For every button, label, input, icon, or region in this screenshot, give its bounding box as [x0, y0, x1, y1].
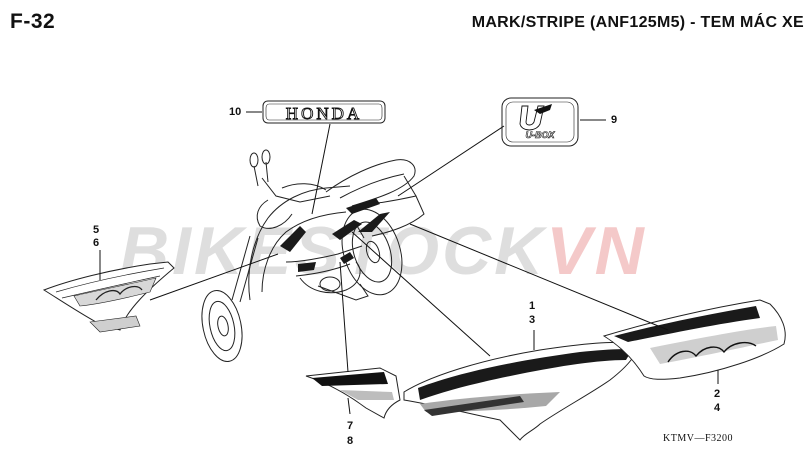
motorcycle-drawing — [201, 149, 425, 362]
watermark-part-2: VN — [546, 213, 647, 289]
callout-8: 8 — [347, 435, 354, 447]
leader-lines — [99, 111, 719, 415]
honda-emblem-text: HONDA — [286, 104, 362, 123]
callout-1: 1 — [529, 300, 536, 312]
callout-2: 2 — [714, 388, 721, 400]
leader-7-8-to-bike — [339, 261, 349, 373]
callout-7: 7 — [347, 420, 354, 432]
drawing-code: KTMV—F3200 — [663, 433, 734, 444]
side-cover-stripe-5-6 — [42, 261, 175, 333]
lower-stripe-7-8 — [305, 367, 401, 419]
callout-9: 9 — [611, 114, 618, 126]
right-stripe-2-4 — [602, 299, 786, 380]
ubox-emblem: U-BOX — [501, 97, 579, 147]
honda-emblem: HONDA — [262, 100, 386, 124]
callout-4: 4 — [714, 402, 721, 414]
callout-10: 10 — [229, 106, 242, 118]
watermark-part-1: BIKESTOCK — [120, 213, 547, 289]
leader-7-8 — [347, 397, 351, 415]
body-stripe-1-3 — [403, 341, 638, 441]
callout-3: 3 — [529, 314, 536, 326]
page-code: F-32 — [10, 10, 56, 33]
callout-5: 5 — [93, 224, 100, 236]
leader-10-to-bike — [311, 123, 331, 215]
motorcycle-stripe-marks — [280, 198, 390, 272]
leader-1-3-to-bike — [351, 231, 491, 357]
leader-5-6-to-bike — [149, 253, 279, 301]
leader-9-to-bike — [397, 125, 505, 197]
leader-2-4-to-bike — [409, 223, 669, 331]
ubox-emblem-text: U-BOX — [526, 130, 556, 140]
page-title: MARK/STRIPE (ANF125M5) - TEM MÁC XE — [471, 14, 804, 31]
watermark: BIKESTOCKVN — [120, 212, 647, 290]
callout-6: 6 — [93, 237, 100, 249]
